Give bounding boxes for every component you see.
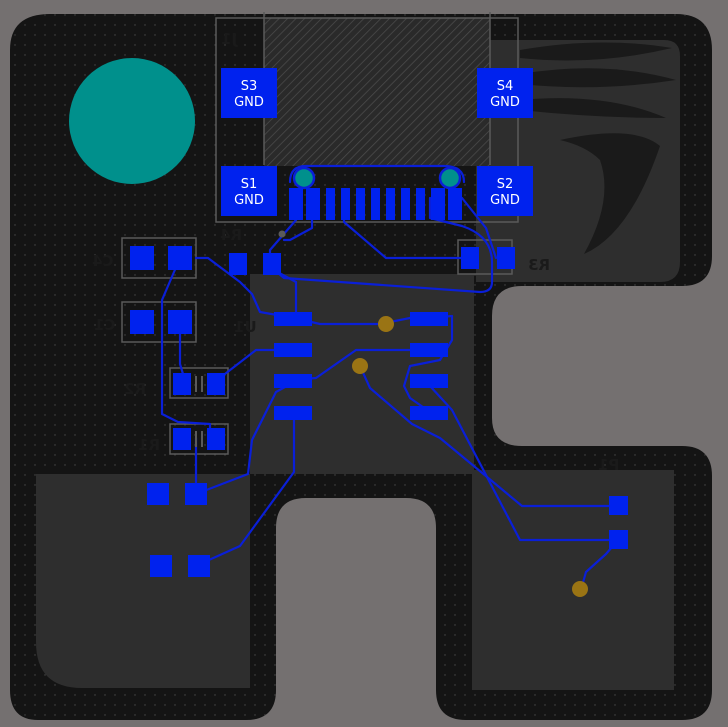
pad-bl-4	[188, 555, 210, 577]
pad-label: GND	[234, 193, 264, 208]
designator-r3: R3	[528, 256, 550, 274]
designator-r1: R1	[138, 436, 160, 454]
pad-u1-1	[274, 312, 312, 326]
pad-bl-3	[150, 555, 172, 577]
via	[352, 358, 368, 374]
pad-p1-2	[609, 530, 628, 549]
connector-pin-row	[289, 188, 462, 220]
pin1-marker	[278, 230, 286, 238]
connector-pin	[431, 188, 445, 220]
pad-label: GND	[490, 95, 520, 110]
pad-u1-5	[410, 406, 448, 420]
designator-c1: C1	[94, 316, 115, 334]
designator-r4: R4	[220, 226, 242, 244]
pad-bl-2	[185, 483, 207, 505]
pad-r1-2	[207, 428, 225, 450]
connector-pin	[401, 188, 410, 220]
designator-j1: J1	[221, 30, 238, 48]
pad-u1-6	[410, 374, 448, 388]
pad-u1-8	[410, 312, 448, 326]
pad-label: S2	[497, 177, 514, 192]
pad-r3-2	[497, 247, 515, 269]
via	[378, 316, 394, 332]
pad-r2-2	[207, 373, 225, 395]
connector-pin	[448, 188, 462, 220]
shield-pad-s4: S4 GND	[477, 68, 533, 118]
pad-r4-2	[263, 253, 281, 275]
vias	[352, 316, 588, 597]
connector-pin	[326, 188, 335, 220]
copper-pour-bottom-right	[472, 470, 674, 690]
connector-j1-outline	[215, 17, 519, 223]
connector-hole-left	[292, 166, 316, 190]
pad-label: S1	[241, 177, 258, 192]
designator-c4: C4	[92, 252, 113, 270]
via	[572, 581, 588, 597]
mounting-hole	[69, 58, 195, 184]
connector-hole-right	[438, 166, 462, 190]
shield-pad-s1: S1 GND	[221, 166, 277, 216]
connector-pin	[306, 188, 320, 220]
pad-u1-2	[274, 343, 312, 357]
resistor-silk-marks	[195, 376, 203, 447]
pad-c1-2	[168, 310, 192, 334]
designator-p1: P1	[598, 456, 619, 474]
connector-pin	[356, 188, 365, 220]
pad-label: S3	[241, 79, 258, 94]
connector-pin	[371, 188, 380, 220]
pad-bl-1	[147, 483, 169, 505]
pad-p1-1	[609, 496, 628, 515]
connector-pin	[416, 188, 425, 220]
designator-u1: U1	[234, 318, 257, 336]
pad-r3-1	[461, 247, 479, 269]
connector-j1-shell	[264, 18, 490, 166]
connector-pin	[386, 188, 395, 220]
pad-r1-1	[173, 428, 191, 450]
pad-label: GND	[490, 193, 520, 208]
designator-r2: R2	[124, 380, 146, 398]
connector-pin	[289, 188, 303, 220]
shield-pad-s2: S2 GND	[477, 166, 533, 216]
component-pads	[130, 246, 628, 577]
pad-label: GND	[234, 95, 264, 110]
copper-pour-bottom-left	[36, 474, 250, 688]
pad-r4-1	[229, 253, 247, 275]
shield-pad-s3: S3 GND	[221, 68, 277, 118]
pad-r2-1	[173, 373, 191, 395]
pad-c4-2	[168, 246, 192, 270]
connector-pin	[341, 188, 350, 220]
pad-u1-7	[410, 343, 448, 357]
pad-c4-1	[130, 246, 154, 270]
pad-label: S4	[497, 79, 514, 94]
pad-u1-4	[274, 406, 312, 420]
logo-swoosh	[520, 42, 676, 254]
pad-c1-1	[130, 310, 154, 334]
pad-u1-3	[274, 374, 312, 388]
